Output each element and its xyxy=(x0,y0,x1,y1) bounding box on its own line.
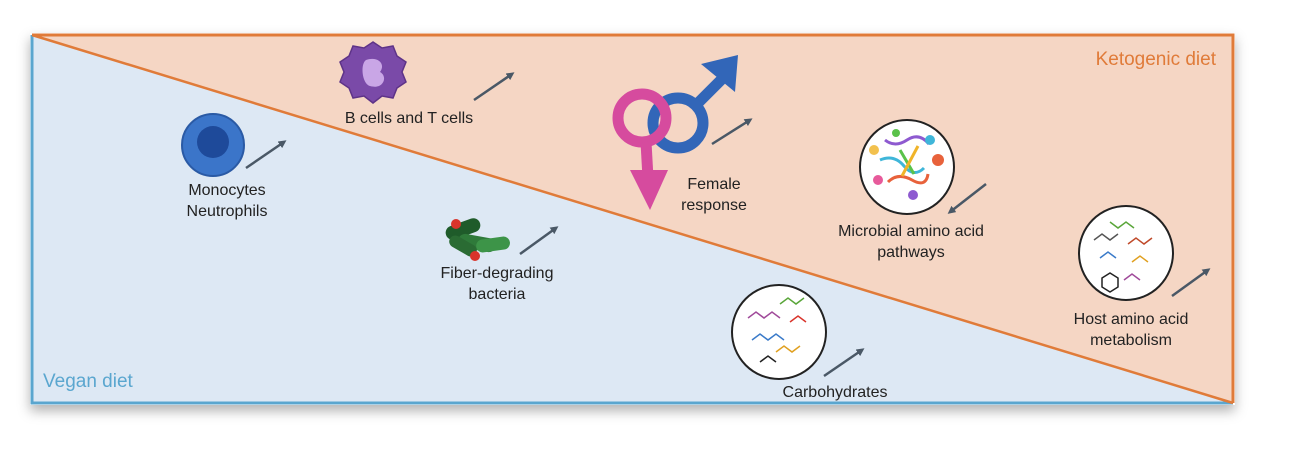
sex-symbols-icon xyxy=(612,55,738,210)
label-line: Monocytes xyxy=(188,182,266,199)
b-t-cells-label: B cells and T cells xyxy=(324,108,494,129)
label-line: Fiber-degrading xyxy=(440,265,554,282)
bacteria-icon xyxy=(445,218,510,261)
host-amino-acid-metabolism-label: Host amino acid metabolism xyxy=(1060,309,1202,351)
trend-arrow-up-icon xyxy=(473,72,515,102)
vegan-border xyxy=(30,35,1233,405)
trend-arrow-up-icon xyxy=(823,348,865,378)
amino-acid-molecules-icon xyxy=(1078,205,1174,301)
label-line: Host amino acid xyxy=(1073,311,1189,328)
label-line: B cells and T cells xyxy=(344,110,474,127)
label-line: response xyxy=(681,197,747,214)
label-line: pathways xyxy=(877,244,945,261)
cell-icon xyxy=(181,113,245,177)
label-line: Female xyxy=(687,176,741,193)
immune-cell-icon xyxy=(339,41,407,104)
trend-arrow-up-icon xyxy=(711,118,753,146)
label-line: metabolism xyxy=(1090,332,1172,349)
microbial-amino-acid-pathways-label: Microbial amino acid pathways xyxy=(816,221,1006,263)
trend-arrow-up-icon xyxy=(1171,268,1211,298)
female-response-label: Female response xyxy=(664,174,764,216)
label-line: Carbohydrates xyxy=(782,384,888,401)
carbohydrates-label: Carbohydrates xyxy=(764,382,906,403)
monocytes-neutrophils-label: Monocytes Neutrophils xyxy=(168,180,286,222)
label-line: bacteria xyxy=(468,286,526,303)
ketogenic-border xyxy=(32,33,1235,403)
trend-arrow-down-icon xyxy=(947,183,987,214)
vegan-diet-label: Vegan diet xyxy=(43,371,133,392)
carbohydrate-molecules-icon xyxy=(731,284,827,380)
diagonal-divider xyxy=(31,33,1234,405)
microbe-network-icon xyxy=(859,119,955,215)
fiber-degrading-bacteria-label: Fiber-degrading bacteria xyxy=(416,263,578,305)
label-line: Microbial amino acid xyxy=(838,223,984,240)
trend-arrow-up-icon xyxy=(245,140,287,170)
ketogenic-diet-label: Ketogenic diet xyxy=(1095,49,1216,70)
label-line: Neutrophils xyxy=(186,203,268,220)
trend-arrow-up-icon xyxy=(519,226,559,256)
